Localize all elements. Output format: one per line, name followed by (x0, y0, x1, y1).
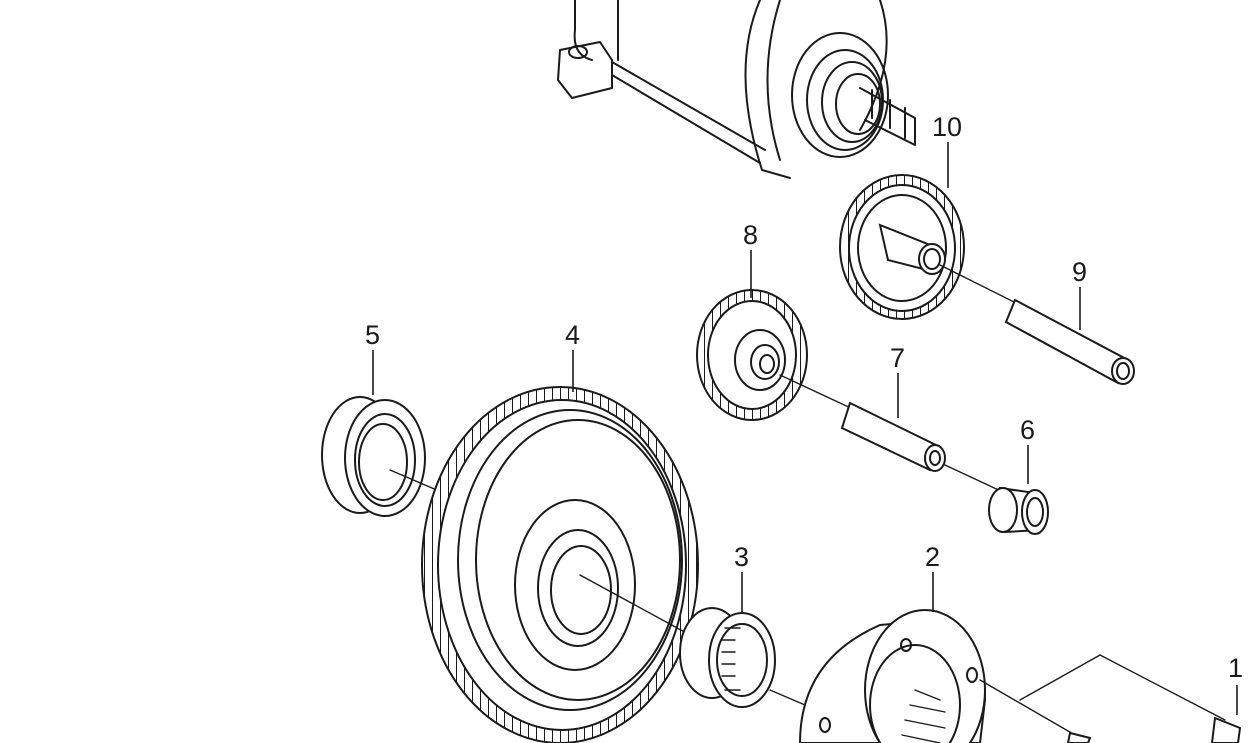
part-1-bolts (979, 654, 1242, 743)
starter-motor (557, 0, 916, 179)
part-5-bearing-ring (321, 396, 461, 517)
part-8-idle-gear (696, 289, 808, 421)
callout-8: 8 (743, 220, 758, 250)
part-2-clutch-housing (798, 609, 987, 743)
callout-6: 6 (1020, 415, 1035, 445)
part-6-washer (944, 464, 1049, 535)
callout-2: 2 (925, 542, 940, 572)
callout-5: 5 (365, 320, 380, 350)
callout-1: 1 (1228, 653, 1243, 683)
callout-7: 7 (890, 343, 905, 373)
part-4-large-gear (421, 386, 699, 743)
callout-leaders (372, 142, 1238, 715)
part-3-needle-bearing (679, 607, 806, 708)
callout-10: 10 (932, 112, 962, 142)
part-10-driven-gear (839, 174, 965, 320)
part-7-shaft-pin (779, 374, 946, 472)
part-9-shaft-pin (939, 264, 1135, 385)
callout-3: 3 (734, 542, 749, 572)
callout-4: 4 (565, 320, 580, 350)
callout-9: 9 (1072, 257, 1087, 287)
